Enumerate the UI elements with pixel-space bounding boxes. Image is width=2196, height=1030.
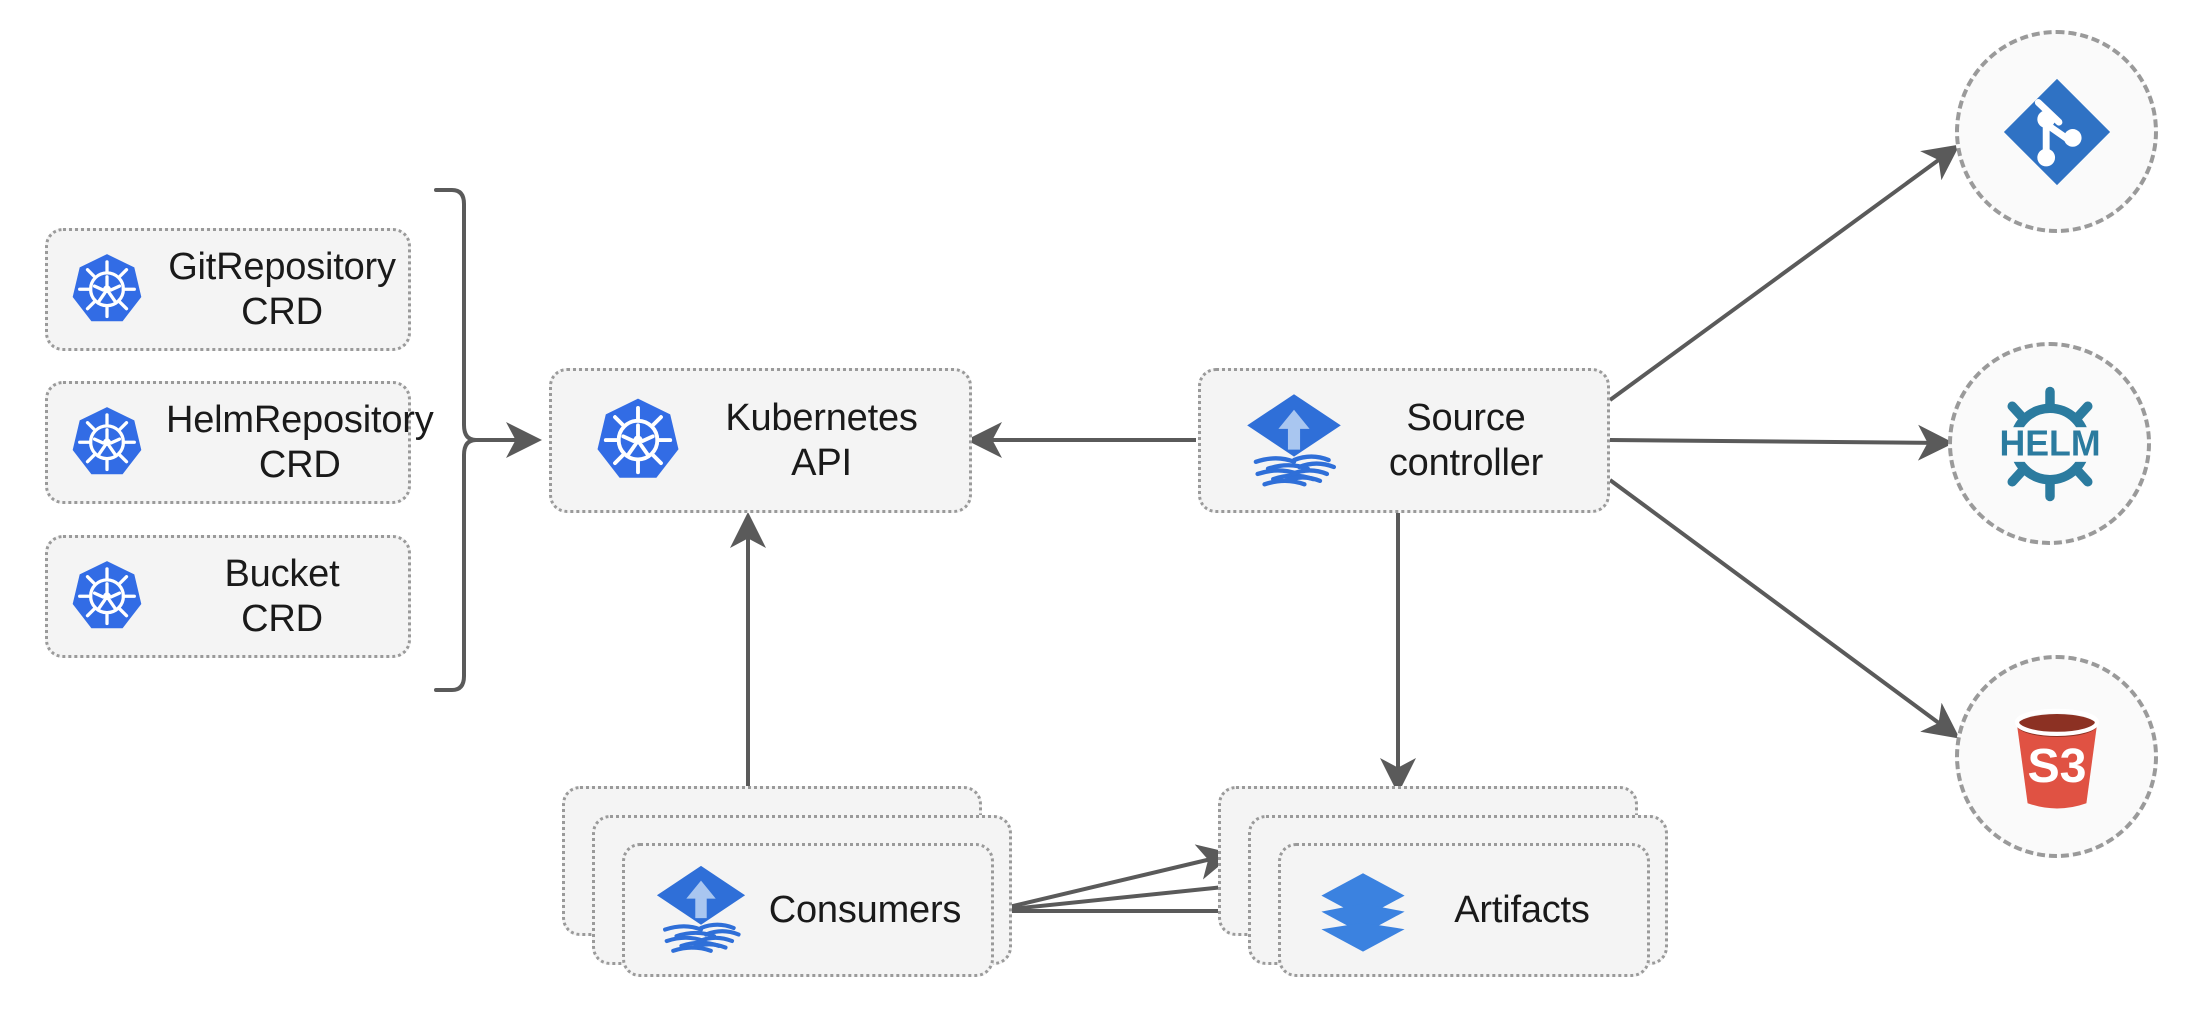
node-label: HelmRepository CRD [166, 398, 434, 486]
svg-text:S3: S3 [2027, 739, 2086, 793]
node-helm[interactable]: HELM [1948, 342, 2151, 545]
kubernetes-icon [584, 395, 692, 487]
flux-icon [1239, 389, 1349, 493]
flux-icon [649, 861, 753, 959]
edge-source-to-helm [1609, 424, 1954, 461]
node-label: Kubernetes API [725, 396, 918, 484]
node-gitrepository-crd[interactable]: GitRepository CRD [45, 228, 411, 351]
helm-icon: HELM [1987, 381, 2113, 507]
node-label: Bucket CRD [224, 552, 340, 640]
crd-group-bracket [434, 188, 542, 692]
node-s3[interactable]: S3 [1955, 655, 2158, 858]
node-source-controller[interactable]: Source controller [1198, 368, 1610, 513]
node-artifacts[interactable]: Artifacts [1278, 843, 1650, 977]
edge-consumers-to-artifacts-1 [991, 844, 1234, 913]
node-git[interactable] [1955, 30, 2158, 233]
node-label: Consumers [768, 888, 962, 931]
s3-bucket-icon: S3 [1994, 694, 2120, 820]
node-kubernetes-api[interactable]: Kubernetes API [549, 368, 972, 513]
node-label: Artifacts [1454, 888, 1590, 931]
kubernetes-icon [48, 404, 166, 482]
node-bucket-crd[interactable]: Bucket CRD [45, 535, 411, 658]
layers-icon [1311, 862, 1415, 958]
edge-consumers-to-artifacts-2 [991, 869, 1259, 913]
kubernetes-icon [48, 251, 166, 329]
edge-source-to-git [1608, 144, 1960, 402]
node-consumers[interactable]: Consumers [622, 843, 994, 977]
git-icon [1998, 73, 2116, 191]
edge-source-to-s3 [1608, 478, 1960, 739]
kubernetes-icon [48, 558, 166, 636]
node-label: GitRepository CRD [168, 245, 396, 333]
svg-text:HELM: HELM [1999, 423, 2100, 463]
node-helmrepository-crd[interactable]: HelmRepository CRD [45, 381, 434, 504]
node-label: Source controller [1388, 396, 1544, 484]
